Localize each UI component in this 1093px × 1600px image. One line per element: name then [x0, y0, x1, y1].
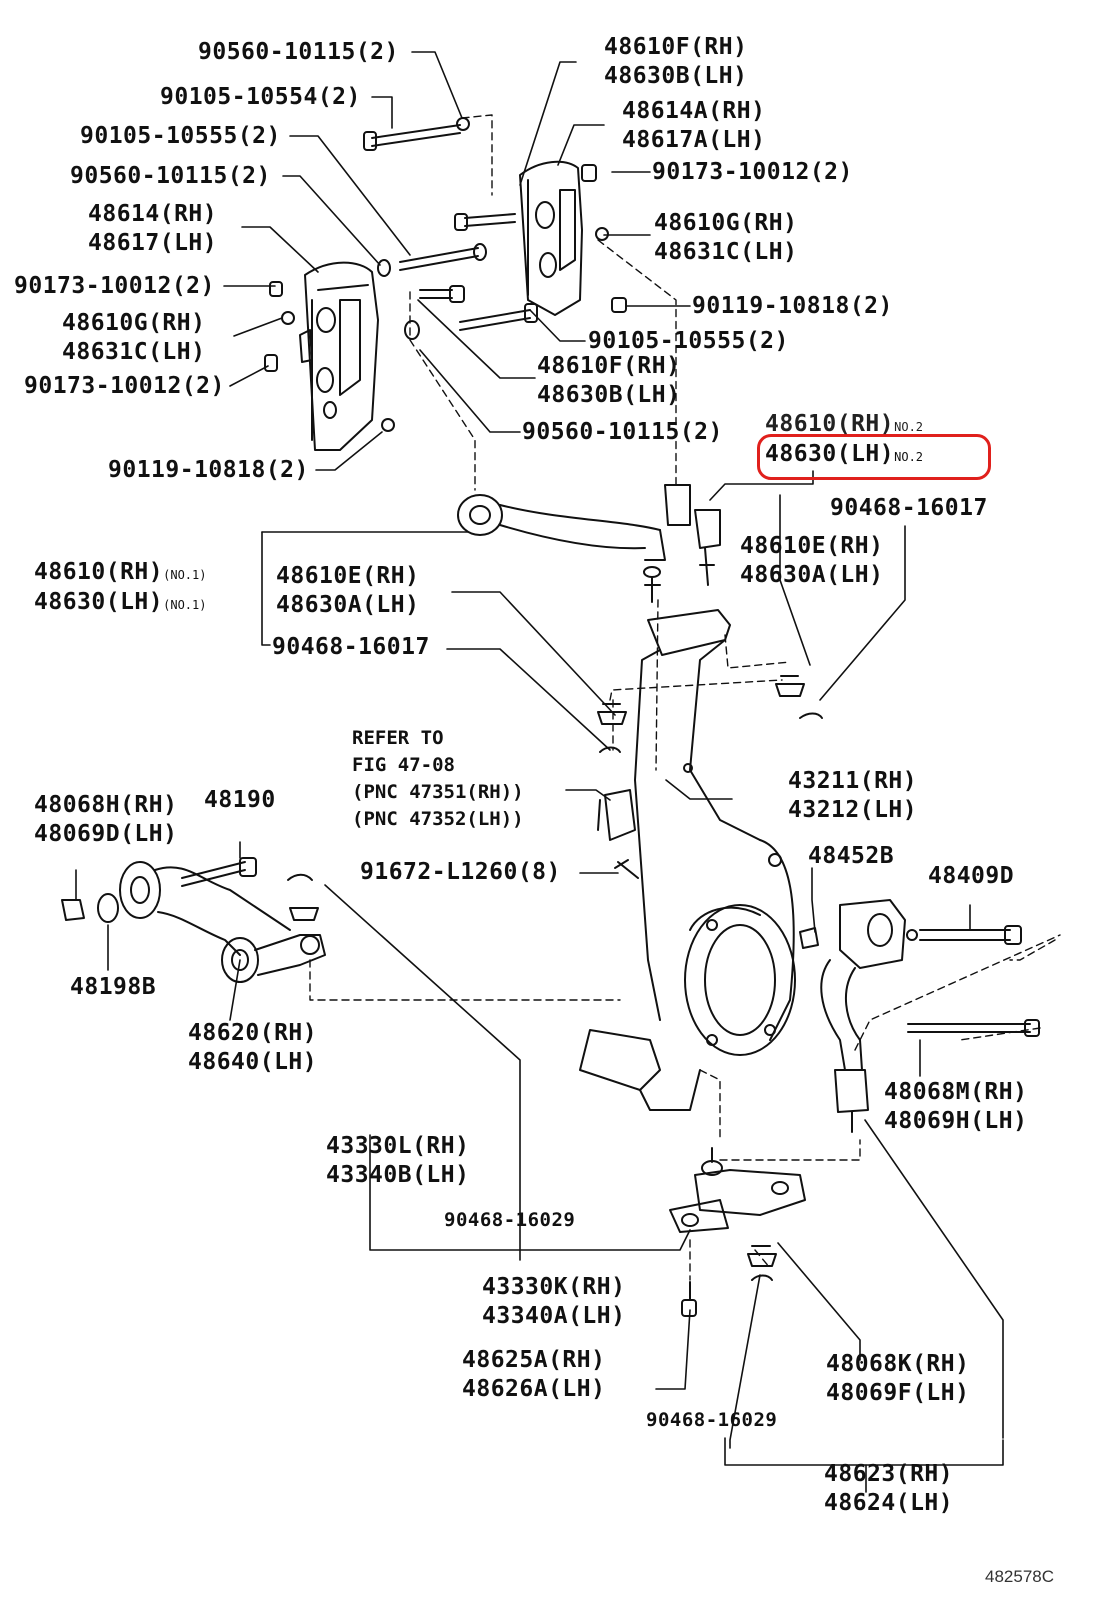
label-48620-rh: 48620(RH) [188, 1020, 318, 1046]
label-48630-lh-no2: 48630(LH)NO.2 [765, 440, 923, 471]
lower-ball-joint [669, 1147, 806, 1317]
label-no1-lower: (NO.1) [163, 598, 207, 612]
label-90560-10115-left: 90560-10115(2) [70, 163, 271, 189]
label-48630-lh-no2-text: 48630(LH) [765, 441, 895, 467]
label-48069h-lh: 48069H(LH) [884, 1108, 1028, 1134]
label-91672-l1260: 91672-L1260(8) [360, 859, 561, 885]
label-90119-10818-left: 90119-10818(2) [108, 457, 309, 483]
nuts-and-pins [287, 675, 823, 1281]
abs-sensor-bracket [597, 789, 639, 879]
refer-note-1: REFER TO [352, 727, 444, 749]
refer-note-2: FIG 47-08 [352, 754, 455, 776]
label-48610-rh-no1: 48610(RH)(NO.1) [34, 558, 206, 589]
label-48610-rh-no1-text: 48610(RH) [34, 559, 164, 585]
label-48630-lh-no1-text: 48630(LH) [34, 589, 164, 615]
label-48614-rh: 48614(RH) [88, 201, 218, 227]
label-90560-10115-top: 90560-10115(2) [198, 39, 399, 65]
label-43340b-lh: 43340B(LH) [326, 1162, 470, 1188]
label-43211-rh: 43211(RH) [788, 768, 918, 794]
label-48068m-rh: 48068M(RH) [884, 1079, 1028, 1105]
label-48617-lh: 48617(LH) [88, 230, 218, 256]
label-90105-10555-left: 90105-10555(2) [80, 123, 281, 149]
right-bracket-48614a [519, 160, 583, 316]
label-48630b-lh-mid: 48630B(LH) [537, 382, 681, 408]
leader-lines [75, 51, 1004, 1493]
label-48610f-rh-top: 48610F(RH) [604, 34, 748, 60]
label-48610f-rh-mid: 48610F(RH) [537, 353, 681, 379]
label-48630-lh-no1: 48630(LH)(NO.1) [34, 588, 206, 619]
label-90468-16029-upper: 90468-16029 [444, 1209, 576, 1231]
label-43330k-rh: 43330K(RH) [482, 1274, 626, 1300]
label-43212-lh: 43212(LH) [788, 797, 918, 823]
label-90105-10554: 90105-10554(2) [160, 84, 361, 110]
label-48614a-rh: 48614A(RH) [622, 98, 766, 124]
label-48617a-lh: 48617A(LH) [622, 127, 766, 153]
label-48625a-rh: 48625A(RH) [462, 1347, 606, 1373]
label-48452b: 48452B [808, 843, 895, 869]
label-48626a-lh: 48626A(LH) [462, 1376, 606, 1402]
label-48610g-rh-left: 48610G(RH) [62, 310, 206, 336]
label-90560-10115-mid: 90560-10115(2) [522, 419, 723, 445]
label-90173-10012-right: 90173-10012(2) [652, 159, 853, 185]
lower-control-arm [61, 857, 326, 983]
figure-id: 482578C [985, 1567, 1055, 1586]
dashed-assembly-lines [309, 114, 1061, 1281]
label-90468-16017-left: 90468-16017 [272, 634, 430, 660]
label-48624-lh: 48624(LH) [824, 1490, 954, 1516]
label-48610e-rh-right: 48610E(RH) [740, 533, 884, 559]
label-48610g-rh-right: 48610G(RH) [654, 210, 798, 236]
label-48630a-lh-left: 48630A(LH) [276, 592, 420, 618]
strut-fork [799, 899, 1040, 1133]
label-48069f-lh: 48069F(LH) [826, 1380, 970, 1406]
label-48640-lh: 48640(LH) [188, 1049, 318, 1075]
left-bracket-48614 [304, 261, 379, 451]
label-48610-rh-no2: 48610(RH)NO.2 [765, 410, 923, 441]
steering-knuckle [579, 609, 796, 1111]
label-90173-10012-left-2: 90173-10012(2) [24, 373, 225, 399]
label-48610e-rh-left: 48610E(RH) [276, 563, 420, 589]
label-43340a-lh: 43340A(LH) [482, 1303, 626, 1329]
label-no1-upper: (NO.1) [163, 568, 207, 582]
label-48631c-lh-left: 48631C(LH) [62, 339, 206, 365]
refer-note-4: (PNC 47352(LH)) [352, 808, 524, 830]
label-48409d: 48409D [928, 863, 1015, 889]
label-48630a-lh-right: 48630A(LH) [740, 562, 884, 588]
refer-note-3: (PNC 47351(RH)) [352, 781, 524, 803]
label-no2-lower: NO.2 [894, 450, 924, 464]
upper-control-arm [457, 484, 721, 603]
label-48610-rh-no2-text: 48610(RH) [765, 411, 895, 437]
label-90468-16017-right: 90468-16017 [830, 495, 988, 521]
label-48198b: 48198B [70, 974, 157, 1000]
label-48069d-lh: 48069D(LH) [34, 821, 178, 847]
label-48068k-rh: 48068K(RH) [826, 1351, 970, 1377]
label-43330l-rh: 43330L(RH) [326, 1133, 470, 1159]
label-48631c-lh-right: 48631C(LH) [654, 239, 798, 265]
label-48190: 48190 [204, 787, 276, 813]
label-90105-10555-right: 90105-10555(2) [588, 328, 789, 354]
label-90468-16029-lower: 90468-16029 [646, 1409, 778, 1431]
highlight-box [757, 434, 991, 480]
label-48068h-rh: 48068H(RH) [34, 792, 178, 818]
label-90173-10012-left: 90173-10012(2) [14, 273, 215, 299]
label-90119-10818-right: 90119-10818(2) [692, 293, 893, 319]
label-48630b-lh-top: 48630B(LH) [604, 63, 748, 89]
label-48623-rh: 48623(RH) [824, 1461, 954, 1487]
upper-bolts [264, 117, 627, 432]
label-no2-upper: NO.2 [894, 420, 924, 434]
